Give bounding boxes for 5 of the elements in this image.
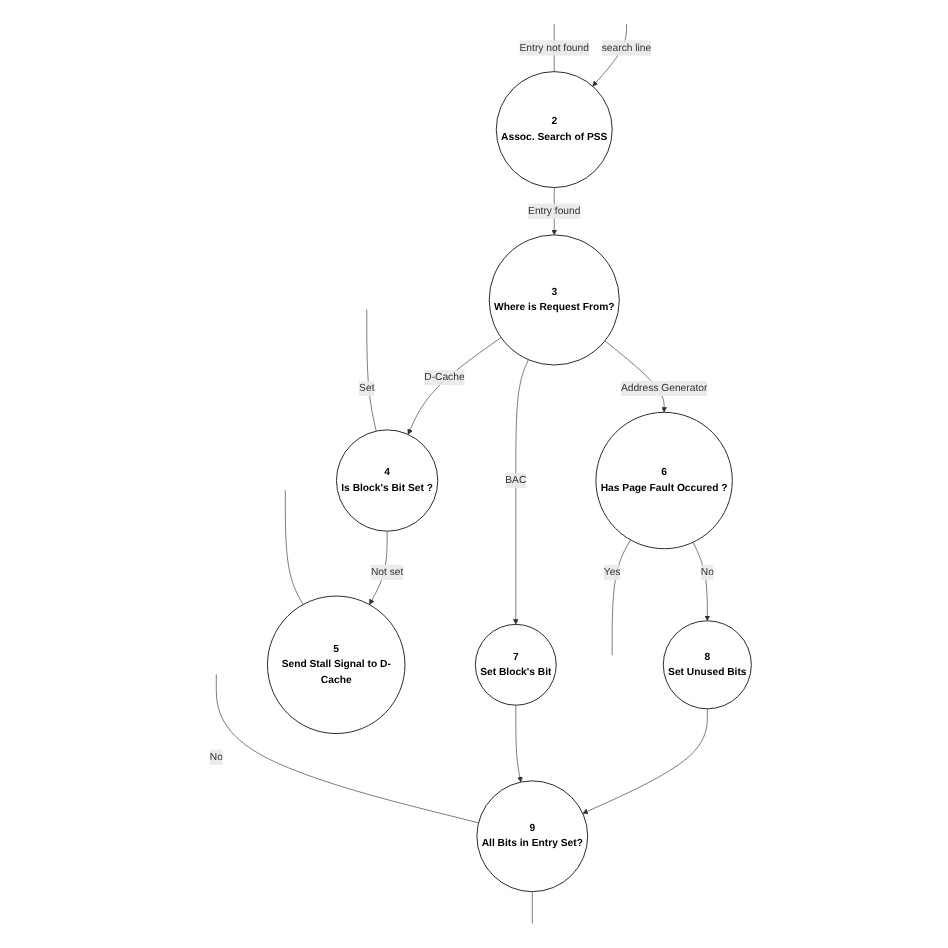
- connector: [284, 489, 304, 605]
- connector: [366, 309, 377, 432]
- connector: [611, 539, 631, 656]
- connector: [215, 674, 479, 824]
- connector: [531, 891, 533, 924]
